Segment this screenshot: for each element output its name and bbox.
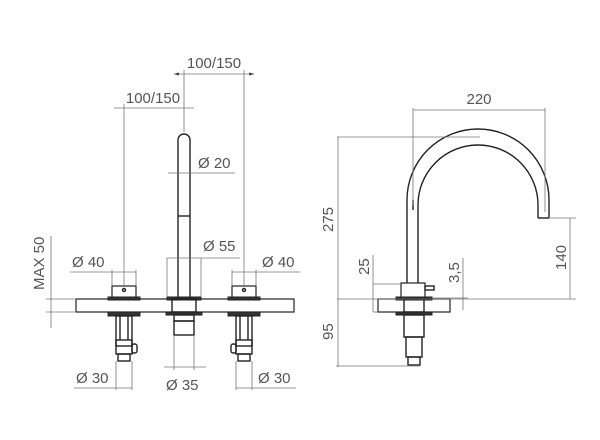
- side-deck-plate: [377, 298, 451, 313]
- label-spacing-right: 100/150: [187, 55, 241, 72]
- deck-plate: [75, 298, 295, 313]
- label-handle-right-diameter: Ø 40: [262, 254, 295, 271]
- right-handle: [227, 285, 261, 362]
- label-lever-offset: 3,5: [446, 262, 463, 283]
- label-reach: 220: [466, 91, 491, 108]
- label-spout-shank-diameter: Ø 35: [166, 377, 199, 394]
- side-spout: [406, 128, 550, 283]
- label-valve-right-diameter: Ø 30: [258, 370, 291, 387]
- label-spacing-left: 100/150: [126, 90, 180, 107]
- label-handle-left-diameter: Ø 40: [72, 254, 105, 271]
- dim-spout-base-diameter: Ø 55: [166, 238, 240, 297]
- dim-spout-diameter: Ø 20: [168, 155, 235, 174]
- label-spout-base-diameter: Ø 55: [203, 238, 236, 255]
- label-valve-left-diameter: Ø 30: [76, 370, 109, 387]
- dim-handle-left-diameter: Ø 40: [70, 254, 137, 286]
- dim-reach: 220: [412, 91, 546, 212]
- spout-front: [165, 133, 203, 336]
- left-handle: [107, 285, 141, 362]
- dim-below-deck: 95: [320, 299, 420, 367]
- label-total-height: 275: [320, 207, 337, 232]
- dim-spout-outlet-height: 140: [337, 217, 576, 300]
- dim-total-height: 275: [320, 136, 480, 299]
- dim-spacing-left: 100/150: [114, 90, 194, 286]
- label-spout-diameter: Ø 20: [198, 155, 231, 172]
- dim-base-height: 25: [356, 255, 401, 313]
- dim-spout-shank-diameter: Ø 35: [164, 335, 206, 394]
- label-below-deck: 95: [320, 323, 337, 340]
- dim-max-thickness: MAX 50: [31, 236, 76, 328]
- dim-spacing-right: 100/150: [174, 55, 254, 286]
- side-view: 220 275 140 25 3,5: [320, 91, 576, 367]
- front-view: 100/150 100/150 Ø 20 Ø 55 Ø 40: [31, 55, 300, 394]
- label-max-thickness: MAX 50: [31, 237, 48, 290]
- dim-valve-right-diameter: Ø 30: [235, 361, 296, 390]
- dim-valve-left-diameter: Ø 30: [74, 361, 133, 390]
- dim-handle-right-diameter: Ø 40: [231, 254, 300, 286]
- dim-lever-offset: 3,5: [432, 258, 468, 310]
- label-spout-outlet-height: 140: [553, 245, 570, 270]
- label-base-height: 25: [356, 258, 373, 275]
